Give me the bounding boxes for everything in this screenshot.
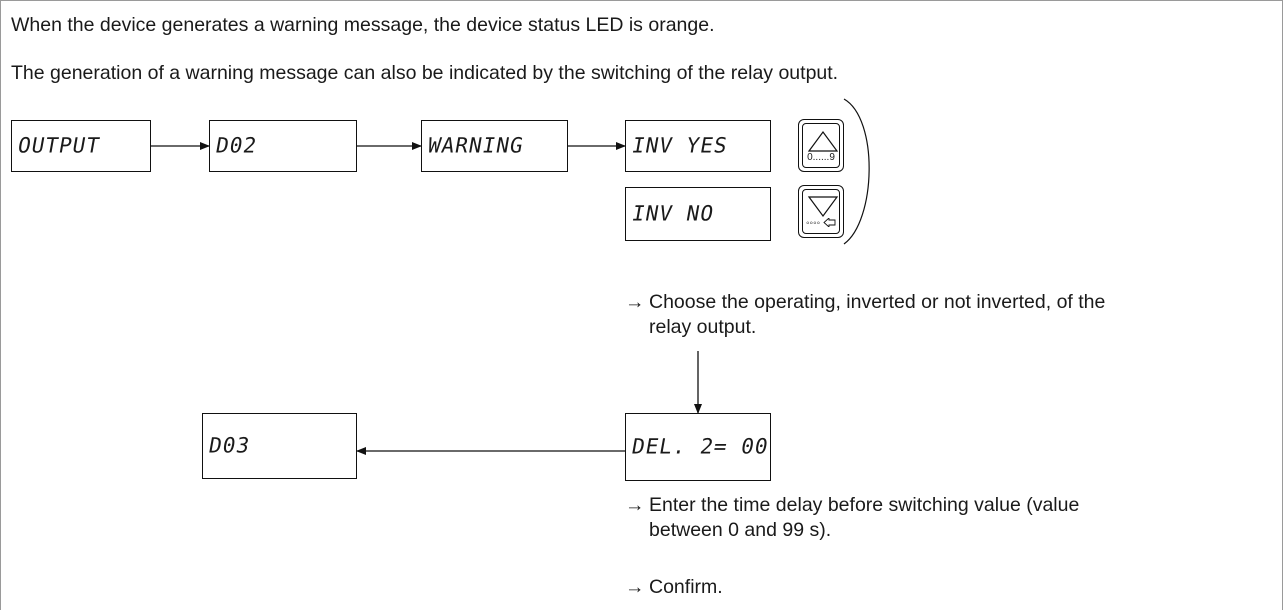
- down-triangle-icon: [807, 196, 839, 218]
- down-arrow-key[interactable]: ◦◦◦◦: [798, 185, 844, 238]
- down-key-caption: ◦◦◦◦: [803, 216, 839, 229]
- step-enter-text-1: Enter the time delay before switching va…: [649, 494, 1080, 516]
- display-inv-no-text: INV NO: [629, 201, 717, 226]
- up-triangle-icon: [807, 130, 839, 152]
- intro-paragraph-led: When the device generates a warning mess…: [11, 14, 715, 36]
- keypad-loop: [843, 98, 870, 245]
- step-arrow-icon: →: [625, 291, 645, 313]
- enter-arrow-icon: [823, 216, 836, 229]
- step-choose-text-1: Choose the operating, inverted or not in…: [649, 291, 1106, 313]
- step-enter-text-2: between 0 and 99 s).: [649, 519, 832, 541]
- display-d02: D02: [209, 120, 357, 172]
- display-delay: DEL. 2= 00: [625, 413, 771, 481]
- display-inv-yes: INV YES: [625, 120, 771, 172]
- display-output-text: OUTPUT: [15, 133, 103, 158]
- step-arrow-icon: →: [625, 494, 645, 516]
- display-inv-yes-text: INV YES: [629, 133, 730, 158]
- display-warning-text: WARNING: [425, 133, 526, 158]
- display-output: OUTPUT: [11, 120, 151, 172]
- display-warning: WARNING: [421, 120, 568, 172]
- up-key-caption: 0......9: [807, 152, 835, 163]
- display-d03: D03: [202, 413, 357, 479]
- display-d02-text: D02: [213, 133, 260, 158]
- step-choose-text-2: relay output.: [649, 316, 757, 338]
- display-delay-text: DEL. 2= 00: [629, 434, 771, 459]
- display-d03-text: D03: [206, 433, 253, 458]
- display-inv-no: INV NO: [625, 187, 771, 241]
- step-arrow-icon: →: [625, 576, 645, 598]
- dots-text: ◦◦◦◦: [806, 218, 821, 229]
- up-arrow-key[interactable]: 0......9: [798, 119, 844, 172]
- intro-paragraph-relay: The generation of a warning message can …: [11, 62, 839, 84]
- step-confirm-text: Confirm.: [649, 576, 723, 598]
